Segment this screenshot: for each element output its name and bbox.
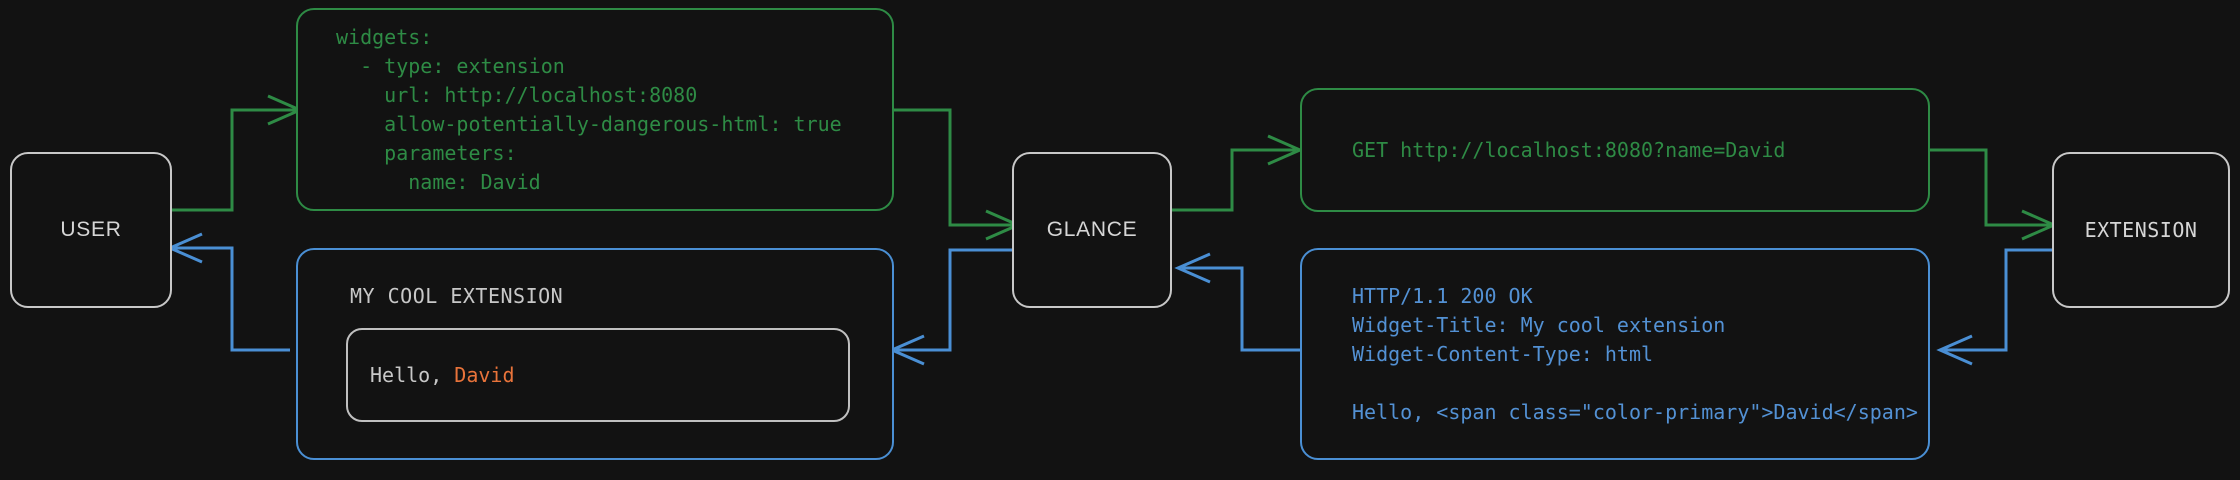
http-response-text: HTTP/1.1 200 OK Widget-Title: My cool ex… [1352, 283, 1918, 424]
edge-response-to-glance [1174, 252, 1300, 352]
http-get-request[interactable]: GET http://localhost:8080?name=David [1300, 88, 1930, 212]
edge-extension-to-response [1936, 248, 2062, 366]
node-user[interactable]: USER [10, 152, 172, 308]
rendered-widget-title: MY COOL EXTENSION [350, 284, 564, 308]
node-glance-label: GLANCE [1046, 218, 1138, 241]
rendered-widget-greeting: Hello, David [348, 363, 515, 387]
greeting-prefix: Hello, [370, 363, 455, 387]
edge-rendered-widget-to-user [166, 232, 290, 352]
node-user-label: USER [60, 218, 122, 241]
node-extension[interactable]: EXTENSION [2052, 152, 2230, 308]
node-glance[interactable]: GLANCE [1012, 152, 1172, 308]
rendered-widget-card: Hello, David [346, 328, 850, 422]
edge-user-to-config [172, 94, 304, 212]
node-extension-label: EXTENSION [2084, 218, 2198, 242]
glance-yaml-config-text: widgets: - type: extension url: http://l… [336, 24, 842, 194]
rendered-widget-preview[interactable]: MY COOL EXTENSION Hello, David [296, 248, 894, 460]
edge-request-to-extension [1930, 148, 2058, 241]
edge-glance-to-request [1172, 134, 1304, 212]
glance-yaml-config[interactable]: widgets: - type: extension url: http://l… [296, 8, 894, 211]
http-get-request-text: GET http://localhost:8080?name=David [1352, 137, 1786, 162]
edge-glance-to-rendered-widget [888, 248, 1012, 366]
edge-config-to-glance [894, 108, 1022, 241]
greeting-name: David [454, 363, 515, 387]
http-response[interactable]: HTTP/1.1 200 OK Widget-Title: My cool ex… [1300, 248, 1930, 460]
